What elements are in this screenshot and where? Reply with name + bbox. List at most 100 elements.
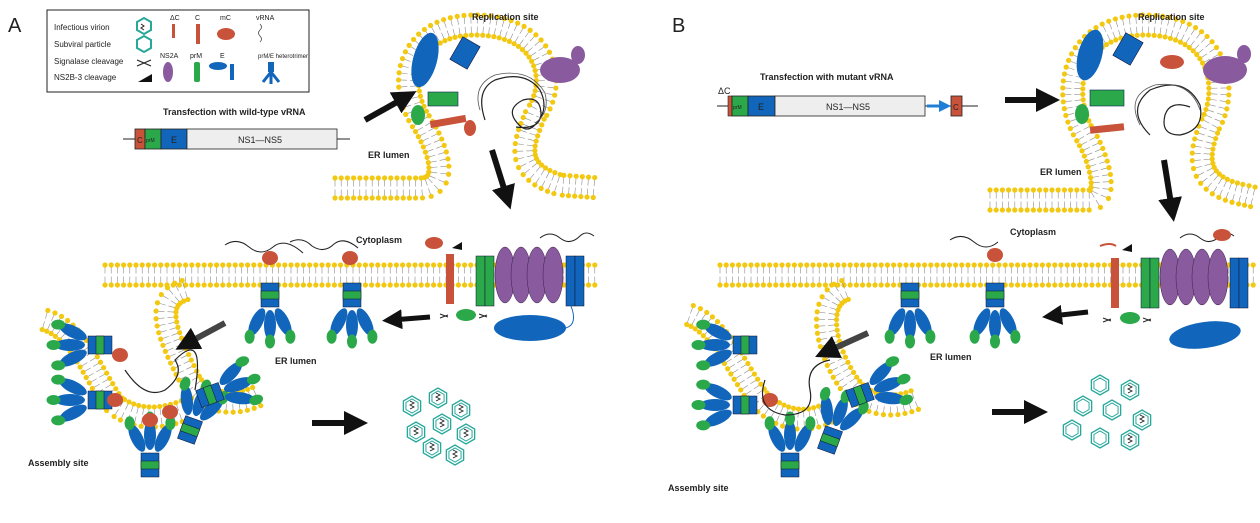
lipid-head bbox=[745, 360, 751, 367]
lipid-head bbox=[89, 385, 95, 391]
lipid-head bbox=[903, 262, 909, 268]
lipid-head bbox=[104, 370, 110, 376]
lipid-head bbox=[107, 375, 113, 382]
prm-e-heterotrimer bbox=[817, 386, 869, 455]
lipid-head bbox=[102, 282, 108, 288]
lipid-head bbox=[1099, 21, 1105, 27]
lipid-head bbox=[1076, 143, 1083, 149]
lipid-head bbox=[156, 330, 162, 336]
lipid-head bbox=[748, 262, 754, 268]
lipid-head bbox=[331, 282, 337, 288]
subviral-particle-icon bbox=[1102, 399, 1122, 421]
lipid-head bbox=[1089, 282, 1095, 288]
lipid-head bbox=[153, 308, 159, 314]
lipid-head bbox=[822, 282, 829, 288]
lipid-head bbox=[742, 262, 748, 268]
lipid-head bbox=[1209, 156, 1215, 162]
lipid-head bbox=[1205, 96, 1211, 102]
lipid-head bbox=[1083, 282, 1089, 288]
lipid-head bbox=[1222, 113, 1228, 119]
vrna-strand bbox=[477, 72, 547, 124]
lipid-head bbox=[114, 282, 120, 288]
lipid-head bbox=[153, 316, 159, 322]
vrna-strand bbox=[949, 236, 999, 248]
envelope-protein-tm bbox=[1238, 257, 1249, 309]
lipid-head bbox=[776, 400, 783, 406]
lipid-head bbox=[884, 282, 891, 288]
lipid-head bbox=[1204, 101, 1210, 107]
lipid-head bbox=[592, 282, 598, 288]
lipid-head bbox=[526, 54, 532, 60]
lipid-head bbox=[1192, 136, 1198, 142]
lipid-head bbox=[421, 26, 428, 33]
lipid-head bbox=[834, 322, 840, 328]
lipid-head bbox=[1193, 173, 1199, 179]
lipid-head bbox=[1039, 262, 1045, 268]
lipid-head bbox=[834, 380, 840, 386]
lipid-head bbox=[114, 262, 120, 268]
lipid-head bbox=[532, 182, 538, 188]
lipid-head bbox=[1160, 13, 1166, 19]
lipid-head bbox=[922, 282, 928, 288]
lipid-head bbox=[779, 423, 786, 429]
lipid-head bbox=[1061, 71, 1068, 77]
lipid-head bbox=[1061, 187, 1067, 193]
lipid-head bbox=[1018, 187, 1024, 193]
lipid-head bbox=[533, 77, 539, 84]
lipid-head bbox=[1134, 32, 1140, 38]
vrna-strand bbox=[1136, 84, 1202, 136]
vrna-strand bbox=[1134, 83, 1201, 126]
lipid-head bbox=[1070, 132, 1076, 138]
prm-e-heterotrimer bbox=[969, 282, 1021, 349]
prm-protein bbox=[1149, 257, 1160, 309]
lipid-head bbox=[488, 13, 494, 19]
lipid-head bbox=[409, 124, 416, 130]
legend-e-icon bbox=[209, 62, 227, 70]
lipid-head bbox=[1030, 187, 1036, 193]
lipid-head bbox=[447, 15, 453, 21]
lipid-head bbox=[891, 282, 897, 288]
lipid-head bbox=[39, 326, 45, 333]
lipid-head bbox=[760, 282, 767, 288]
genome-delta-c-label: ΔC bbox=[718, 86, 731, 96]
lipid-head bbox=[1088, 175, 1094, 181]
arrow-to-translation-a bbox=[489, 149, 515, 210]
lipid-head bbox=[542, 165, 549, 171]
lipid-head bbox=[307, 282, 313, 288]
lipid-head bbox=[495, 14, 501, 20]
legend-virion-rna-icon bbox=[140, 23, 145, 31]
legend-vrna-icon bbox=[258, 23, 262, 43]
infectious-virion-icon bbox=[406, 421, 426, 443]
lipid-head bbox=[406, 262, 412, 268]
lipid-head bbox=[586, 262, 592, 268]
lipid-head bbox=[1166, 14, 1173, 21]
lipid-head bbox=[356, 262, 362, 268]
lipid-head bbox=[592, 262, 598, 268]
lipid-head bbox=[176, 282, 182, 288]
lipid-head bbox=[415, 134, 421, 140]
lipid-head bbox=[1094, 133, 1100, 139]
lipid-head bbox=[226, 282, 232, 288]
lipid-head bbox=[758, 381, 764, 387]
lipid-head bbox=[381, 282, 387, 288]
lipid-head bbox=[1229, 178, 1235, 184]
lipid-head bbox=[987, 207, 993, 213]
lipid-head bbox=[282, 262, 288, 268]
envelope-linker bbox=[565, 305, 575, 329]
lipid-head bbox=[526, 102, 533, 108]
lipid-head bbox=[1250, 262, 1256, 268]
lipid-head bbox=[431, 262, 437, 268]
lipid-head bbox=[1198, 29, 1205, 35]
lipid-head bbox=[909, 262, 915, 268]
er-lumen-top-label-b: ER lumen bbox=[1040, 167, 1082, 177]
lipid-head bbox=[1102, 152, 1108, 158]
lipid-head bbox=[1095, 282, 1101, 288]
lipid-head bbox=[853, 282, 860, 288]
genome-prm-label: prM bbox=[146, 138, 155, 144]
lipid-head bbox=[388, 195, 394, 201]
lipid-head bbox=[396, 70, 402, 76]
lipid-head bbox=[908, 388, 914, 394]
lipid-head bbox=[798, 262, 804, 268]
lipid-head bbox=[692, 326, 698, 332]
lipid-head bbox=[251, 405, 257, 411]
